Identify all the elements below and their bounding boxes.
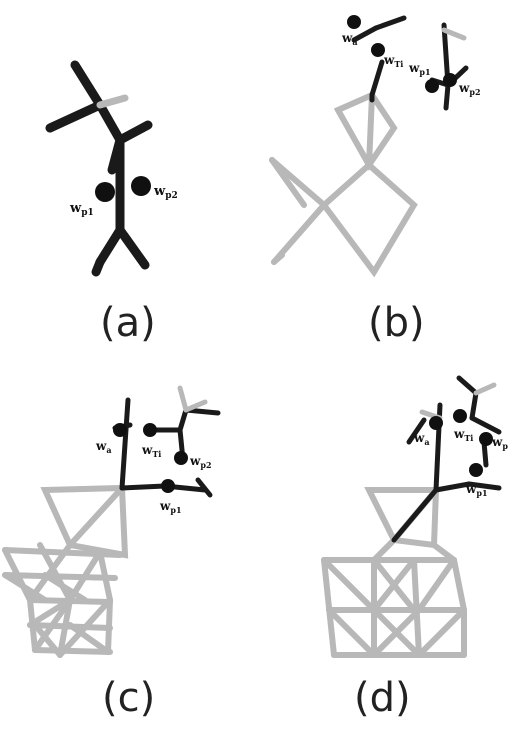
label-wp1: wp1	[69, 201, 94, 218]
water-atom-wp2	[174, 451, 188, 465]
water-atom-wti	[453, 409, 467, 423]
label-wti: wTi	[141, 443, 161, 459]
label-wa: wa	[341, 31, 358, 47]
water-atom-wti	[143, 423, 157, 437]
water-atom-wp2	[479, 432, 493, 446]
label-wti: wTi	[383, 53, 403, 69]
label-wp2: wp2	[153, 184, 178, 201]
panel-d-structure: wa wTi wp wp1	[321, 375, 508, 658]
water-atom-wa	[429, 416, 443, 430]
panel-a: wp1 wp2 (a)	[0, 0, 254, 360]
water-atom-wti	[371, 43, 385, 57]
caption-b: (b)	[368, 300, 425, 346]
panel-b-structure: wa wTi wp1 wp2	[269, 15, 481, 278]
water-atom-wp1	[425, 79, 439, 93]
label-wp2: wp2	[458, 81, 481, 97]
panel-c-structure: wa wTi wp2 wp1	[2, 385, 221, 658]
water-atom-wp1	[95, 182, 115, 202]
label-wp2: wp2	[189, 454, 212, 470]
panel-c: wa wTi wp2 wp1 (c)	[0, 360, 254, 731]
label-wp1: wp1	[408, 61, 431, 77]
label-wa: wa	[95, 439, 112, 455]
water-atom-wp1	[161, 479, 175, 493]
caption-a: (a)	[100, 300, 156, 346]
caption-d: (d)	[354, 675, 411, 721]
label-wp1: wp1	[465, 482, 488, 498]
panel-a-structure: wp1 wp2	[45, 60, 178, 277]
label-wp2: wp	[491, 435, 508, 451]
water-atom-wa	[113, 423, 127, 437]
label-wp1: wp1	[159, 499, 182, 515]
label-wti: wTi	[453, 427, 473, 443]
water-atom-wp2	[443, 73, 457, 87]
water-atom-wa	[347, 15, 361, 29]
panel-d: wa wTi wp wp1 (d)	[254, 360, 508, 731]
label-wa: wa	[413, 431, 430, 447]
water-atom-wp1	[469, 463, 483, 477]
water-atom-wp2	[131, 176, 151, 196]
panel-b: wa wTi wp1 wp2 (b)	[254, 0, 508, 360]
caption-c: (c)	[102, 675, 156, 721]
